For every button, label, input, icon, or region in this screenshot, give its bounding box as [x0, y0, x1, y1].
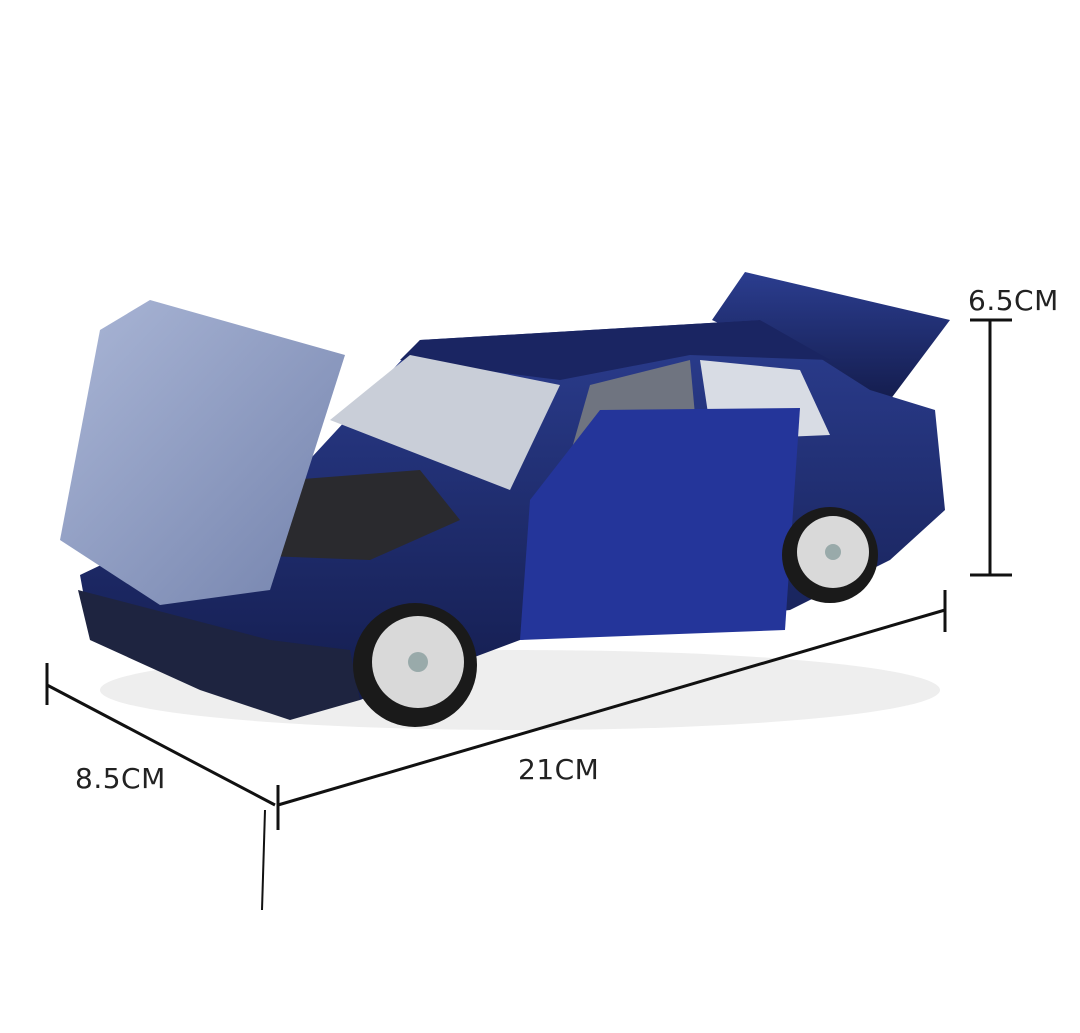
front-wheel [353, 603, 477, 727]
length-label: 21CM [518, 753, 600, 786]
open-trunk [712, 272, 950, 400]
open-hood [60, 300, 345, 605]
windshield [330, 355, 560, 490]
car-roof [400, 320, 830, 380]
open-door [520, 408, 800, 640]
width-label: 8.5CM [75, 762, 166, 795]
length-dimension-line [276, 590, 947, 830]
rear-wheel [782, 507, 878, 603]
height-dimension-line [970, 318, 1012, 577]
width-dimension-line [45, 663, 276, 911]
height-label: 6.5CM [968, 284, 1059, 317]
front-bumper [78, 590, 360, 720]
